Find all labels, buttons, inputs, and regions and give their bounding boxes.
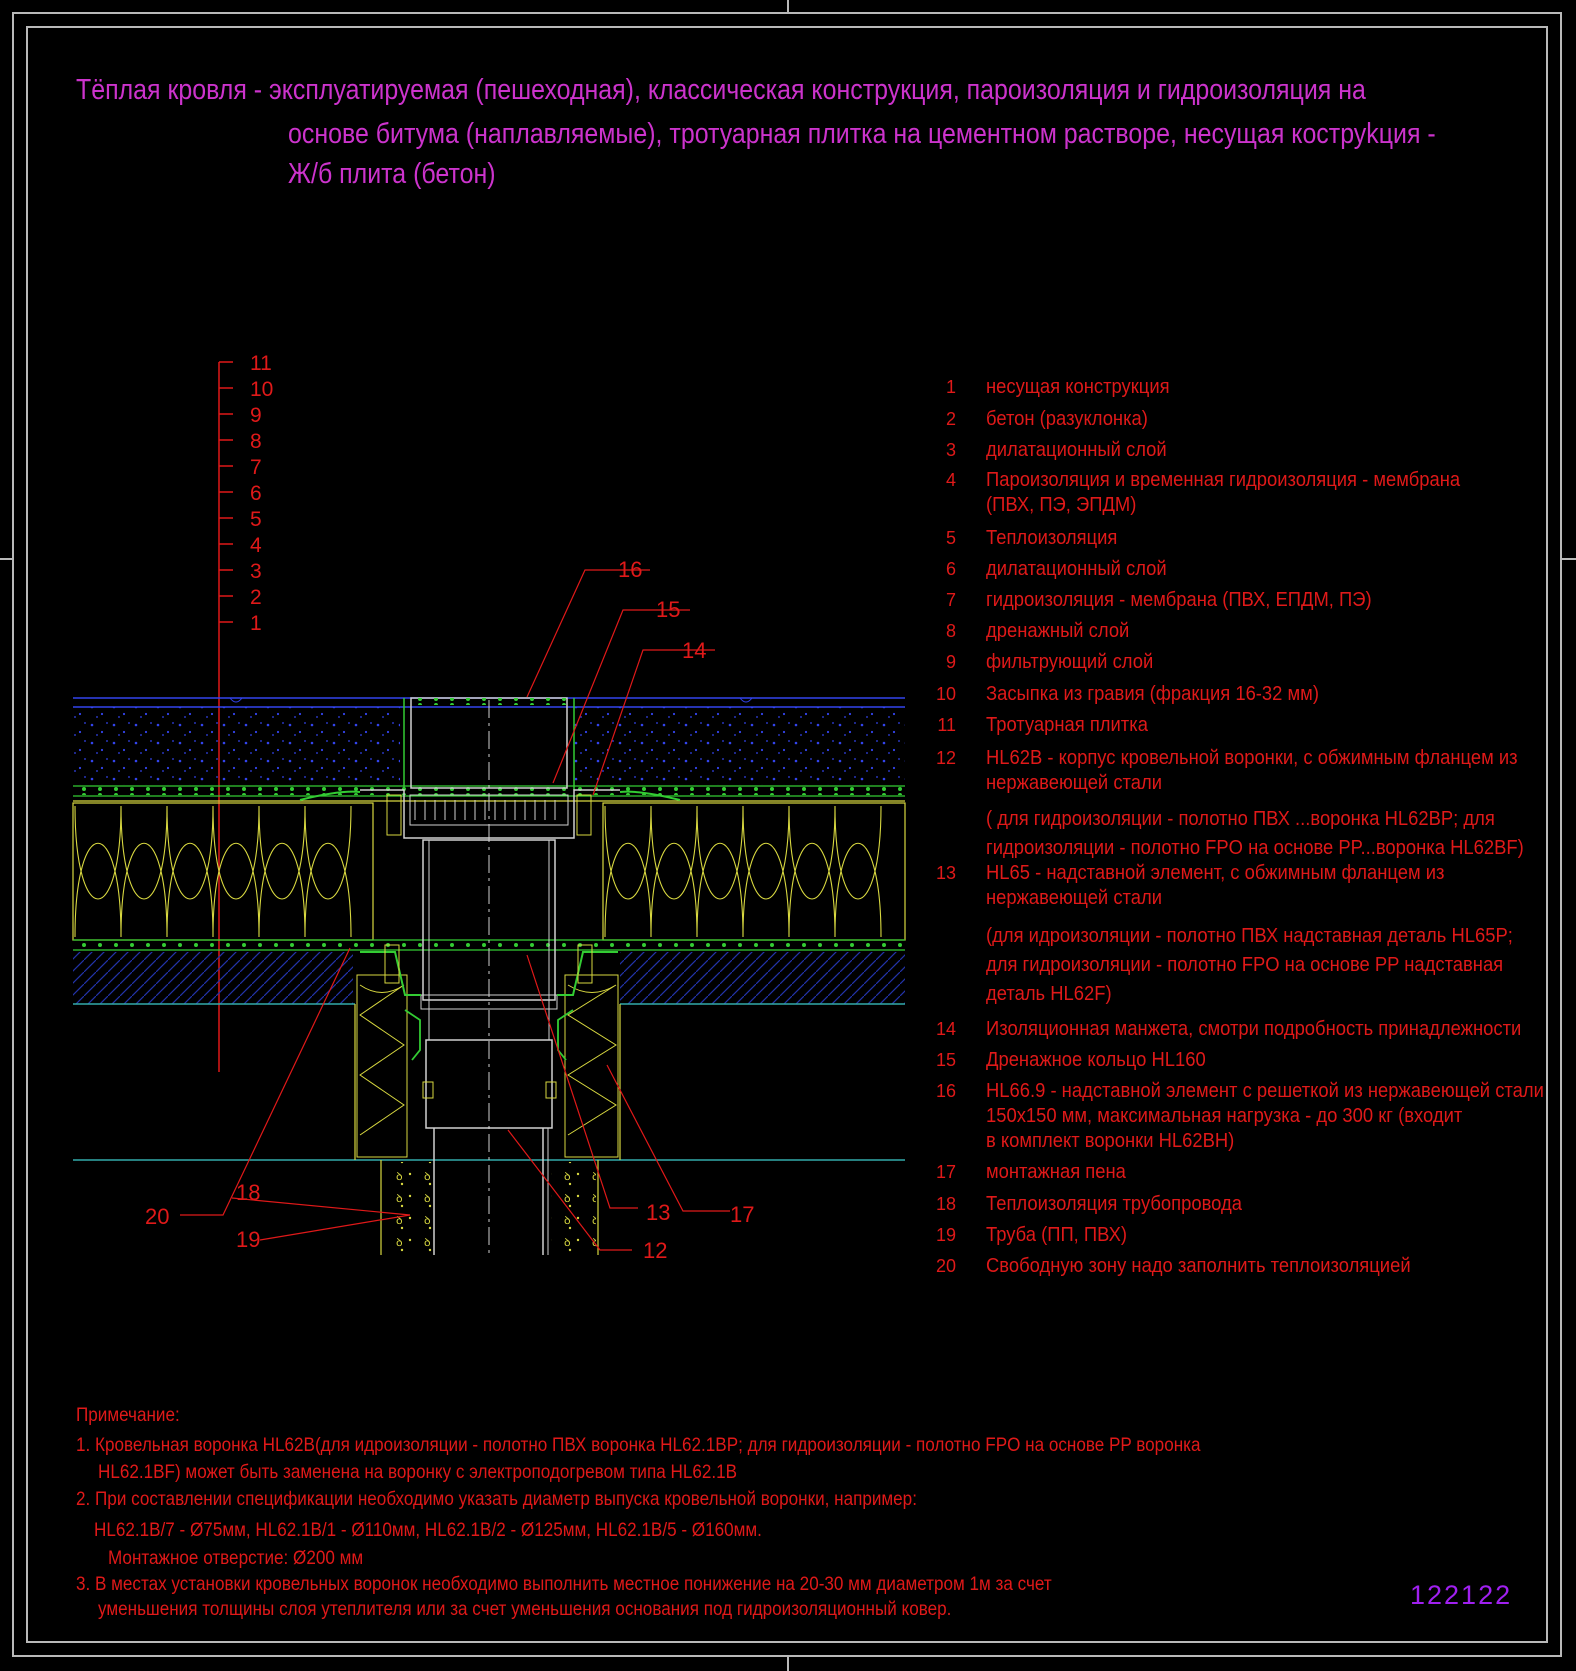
callout-label-17: 17 — [730, 1202, 754, 1227]
mounting-foam — [356, 974, 619, 1158]
layer-scale-number: 11 — [250, 352, 272, 375]
frame-tick-left — [0, 558, 14, 560]
drain-pipe — [380, 1128, 599, 1255]
title-line-2: основе битума (наплавляемые), тротуарная… — [288, 118, 1436, 150]
callout-label-16: 16 — [618, 557, 642, 582]
note-3-line-2: уменьшения толщины слоя утеплителя или з… — [98, 1599, 952, 1620]
legend-item-13-note-1: (для идроизоляции - полотно ПВХ надставн… — [986, 925, 1513, 947]
layer-scale-number: 4 — [250, 534, 262, 557]
drawing-id: 122122 — [1410, 1580, 1513, 1610]
callout-label-12: 12 — [643, 1238, 667, 1263]
notes-heading: Примечание: — [76, 1405, 180, 1426]
callout-label-14: 14 — [682, 638, 706, 663]
paving-layer — [73, 697, 905, 785]
layer-scale-number: 7 — [250, 456, 262, 479]
note-2-line-2: HL62.1B/7 - Ø75мм, HL62.1B/1 - Ø110мм, H… — [94, 1520, 762, 1541]
lower-membrane-and-concrete — [73, 939, 905, 1161]
callout-leaders — [180, 569, 730, 1251]
legend-item-13-note-3: деталь HL62F) — [986, 983, 1112, 1005]
layer-scale-number: 9 — [250, 404, 262, 427]
layer-scale-number: 8 — [250, 430, 262, 453]
callout-label-13: 13 — [646, 1200, 670, 1225]
legend-item-16-line-3: в комплект воронки HL62BH) — [986, 1130, 1235, 1152]
frame-tick-bottom — [787, 1657, 789, 1671]
title-line-3: Ж/б плита (бетон) — [288, 158, 496, 190]
note-2-line-3: Монтажное отверстие: Ø200 мм — [108, 1548, 364, 1569]
frame-tick-right — [1562, 558, 1576, 560]
insulation-pattern — [74, 805, 352, 938]
callout-label-15: 15 — [656, 597, 680, 622]
note-2-line-1: 2. При составлении спецификации необходи… — [76, 1489, 917, 1510]
layer-scale-number: 10 — [250, 378, 273, 401]
callout-label-19: 19 — [236, 1227, 260, 1252]
legend-item-16-line-2: 150x150 мм, максимальная нагрузка - до 3… — [986, 1105, 1463, 1127]
legend-item-12-line-2: нержавеющей стали — [986, 772, 1163, 794]
title-line-1: Тёплая кровля - эксплуатируемая (пешеход… — [76, 74, 1366, 106]
note-1-line-1: 1. Кровельная воронка HL62B(для идроизол… — [76, 1435, 1201, 1456]
legend-item-4-line-2: (ПВХ, ПЭ, ЭПДМ) — [986, 494, 1137, 516]
layer-scale-number: 6 — [250, 482, 262, 505]
note-3-line-1: 3. В местах установки кровельных воронок… — [76, 1574, 1052, 1595]
layer-scale-number: 2 — [250, 586, 262, 609]
legend-item-13-line-2: нержавеющей стали — [986, 887, 1163, 909]
layer-scale-number: 1 — [250, 612, 262, 635]
callout-label-18: 18 — [236, 1180, 260, 1205]
callout-label-20: 20 — [145, 1204, 169, 1229]
layer-scale-number: 5 — [250, 508, 262, 531]
note-1-line-2: HL62.1BF) может быть заменена на воронку… — [98, 1462, 738, 1483]
legend-item-12-note-2: гидроизоляции - полотно FPO на основе PP… — [986, 837, 1524, 859]
layer-scale-number: 3 — [250, 560, 262, 583]
inner-frame — [26, 26, 1548, 1643]
frame-tick-top — [787, 0, 789, 14]
legend-item-13-note-2: для гидроизоляции - полотно FPO на основ… — [986, 954, 1504, 976]
insulation-pattern — [604, 805, 882, 938]
legend-item-12-note-1: ( для гидроизоляции - полотно ПВХ ...вор… — [986, 808, 1495, 830]
